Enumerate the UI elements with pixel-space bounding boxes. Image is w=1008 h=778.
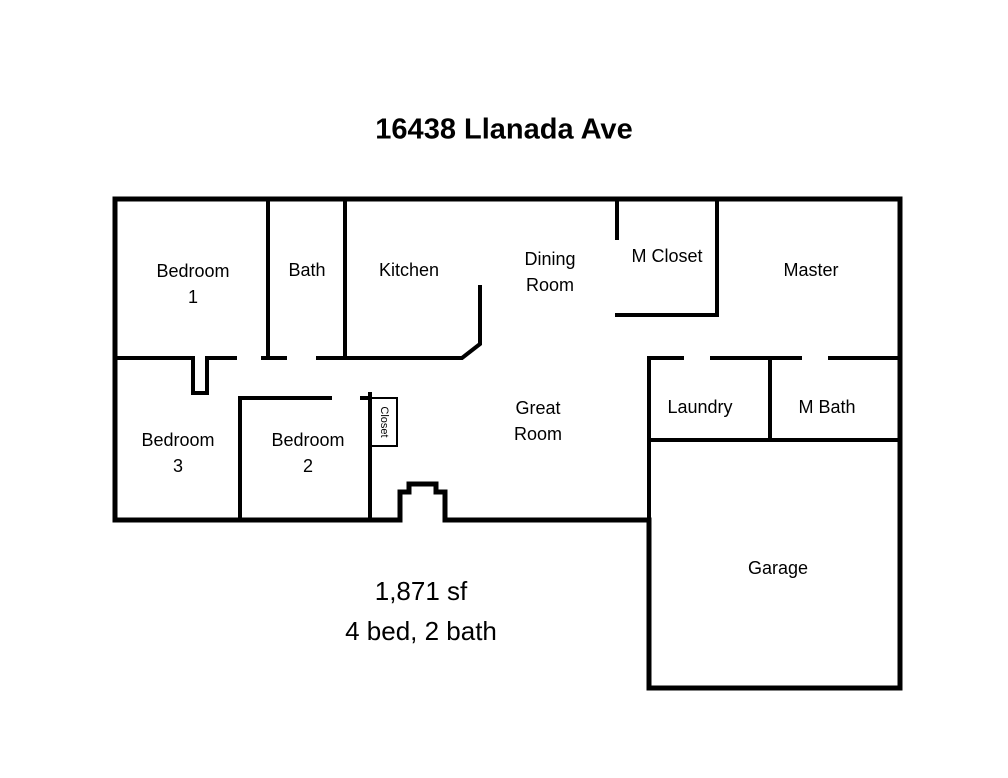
wall-outer xyxy=(112,196,903,691)
room-label-m-closet: M Closet xyxy=(631,245,703,266)
closet-box xyxy=(369,397,398,447)
area-text: 1,871 sf xyxy=(374,576,468,606)
page-title: 16438 Llanada Ave xyxy=(375,113,633,146)
room-label-master: Master xyxy=(783,259,839,280)
room-label-bedroom-1: Bedroom 1 xyxy=(156,260,230,307)
room-label-kitchen: Kitchen xyxy=(378,259,440,280)
beds-baths-text: 4 bed, 2 bath xyxy=(345,616,497,646)
room-label-bath: Bath xyxy=(288,259,326,280)
wall-master-closet xyxy=(615,197,719,317)
room-label-bedroom-3: Bedroom 3 xyxy=(141,429,215,476)
room-label-dining-room: Dining Room xyxy=(524,248,576,295)
wall-hall-north-kitchen xyxy=(113,285,482,360)
room-label-bedroom-2: Bedroom 2 xyxy=(271,429,345,476)
room-label-closet: Closet xyxy=(378,406,390,438)
room-label-laundry: Laundry xyxy=(667,396,733,417)
wall-hall-stub xyxy=(191,356,209,395)
summary-block: 1,871 sf 4 bed, 2 bath xyxy=(345,571,497,651)
room-label-great-room: Great Room xyxy=(513,397,563,444)
room-label-garage: Garage xyxy=(747,557,809,578)
room-label-m-bath: M Bath xyxy=(798,396,856,417)
